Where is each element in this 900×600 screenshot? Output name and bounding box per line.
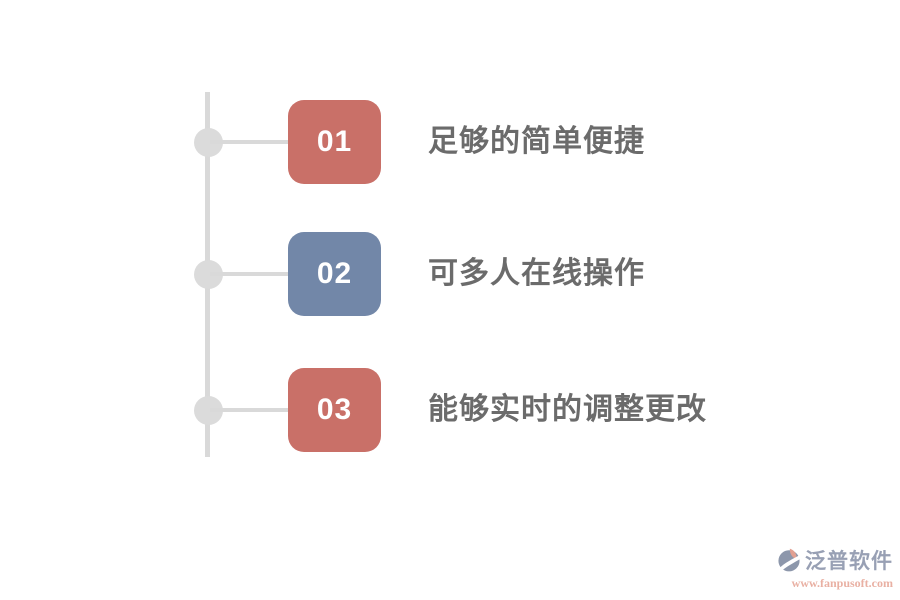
brand-url: www.fanpusoft.com bbox=[791, 576, 893, 590]
step-number-badge: 01 bbox=[288, 100, 381, 184]
timeline-connector bbox=[210, 408, 290, 412]
step-label: 足够的简单便捷 bbox=[428, 125, 645, 158]
step-number-badge: 02 bbox=[288, 232, 381, 316]
step-label: 可多人在线操作 bbox=[428, 257, 645, 290]
timeline-connector bbox=[210, 140, 290, 144]
brand-watermark: 泛普软件 www.fanpusoft.com bbox=[776, 545, 893, 591]
step-label: 能够实时的调整更改 bbox=[428, 393, 707, 426]
step-number-badge: 03 bbox=[288, 368, 381, 452]
timeline-connector bbox=[210, 272, 290, 276]
fanpu-logo-icon bbox=[776, 547, 802, 573]
brand-name: 泛普软件 bbox=[805, 550, 893, 573]
